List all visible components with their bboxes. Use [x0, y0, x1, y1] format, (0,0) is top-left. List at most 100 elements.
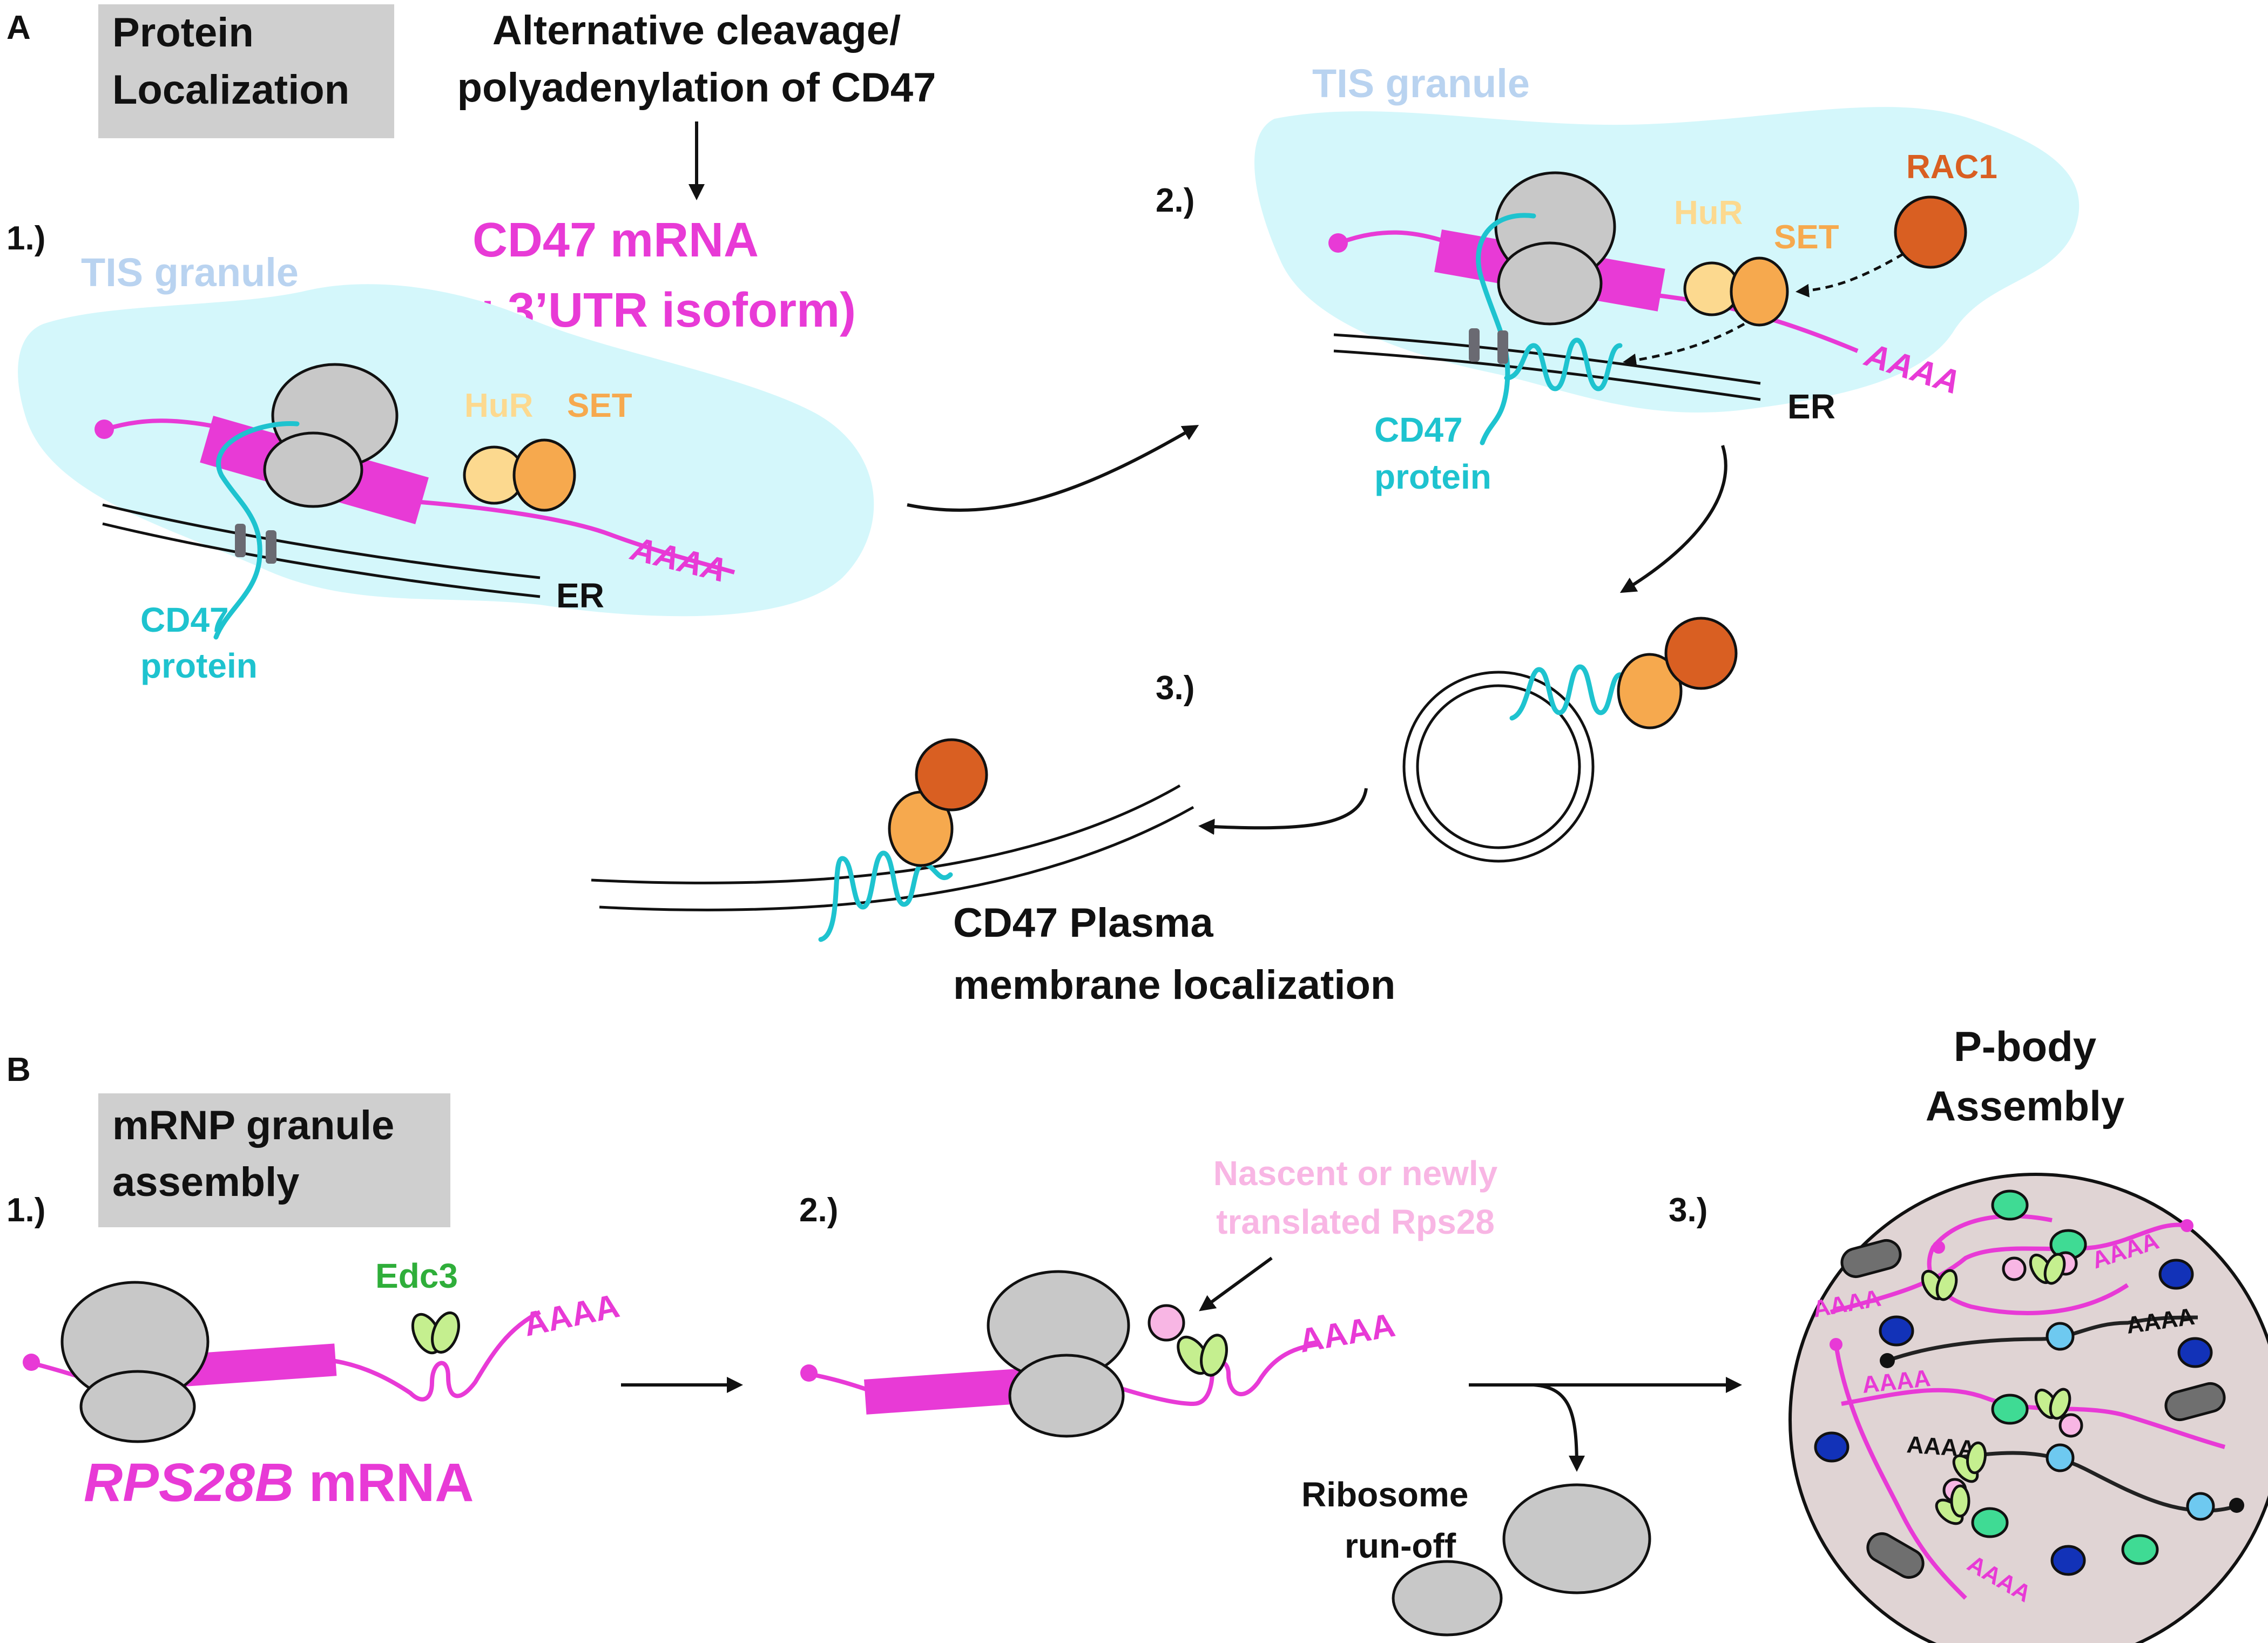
pbody-cap-5 — [1932, 1241, 1945, 1254]
translocon-2a — [1469, 328, 1480, 362]
pbody-green-4 — [1971, 1507, 2009, 1538]
hur-label-2: HuR — [1674, 194, 1743, 232]
pbody-green-5 — [2121, 1534, 2159, 1565]
translocon-1a — [235, 524, 246, 557]
cd47-protein-label-1b: protein — [140, 646, 258, 685]
arrow-to-rps28 — [1199, 1256, 1273, 1311]
cd47-mrna-strand-1 — [104, 418, 735, 574]
panel-a-letter: A — [6, 9, 31, 46]
panel-a-title-line2: Localization — [112, 67, 349, 113]
pbody-green-1 — [1991, 1189, 2029, 1221]
pm-caption-line1: CD47 Plasma — [953, 900, 1213, 946]
ribosome-small-2 — [1497, 241, 1603, 326]
dashed-arrow-rac1-to-set — [1796, 252, 1905, 298]
er-membrane-1 — [102, 503, 541, 598]
vesicle-inner — [1416, 684, 1581, 849]
arrow-vesicle-to-pm — [1198, 788, 1368, 835]
top-caption-line2: polyadenylation of CD47 — [457, 65, 936, 111]
polya-b1: AAAA — [521, 1287, 623, 1344]
pbody-ribosome-gray-1 — [1840, 1239, 1902, 1279]
pbody-edc3-5b — [1950, 1484, 1970, 1518]
mrna-cap-1 — [94, 420, 114, 439]
rps28b-mrna-word: mRNA — [294, 1452, 474, 1513]
pbody-edc3-2b — [2043, 1253, 2066, 1285]
pbody-navy-2 — [2158, 1259, 2194, 1290]
pbody-ribosome-gray-3 — [1866, 1532, 1925, 1579]
panel-b-title-box — [98, 1093, 450, 1227]
polya-b2: AAAA — [1296, 1307, 1398, 1360]
pbody-lightblue-2 — [2046, 1443, 2075, 1472]
pbody-cap-4 — [2181, 1219, 2193, 1232]
mrna-cap-2 — [1328, 233, 1348, 253]
set-label-1: SET — [567, 387, 632, 424]
pbody-navy-1 — [1879, 1315, 1914, 1347]
vesicle-outer — [1402, 671, 1595, 863]
cd47-protein-pm — [818, 850, 953, 942]
ribosome-small-b1 — [79, 1370, 196, 1443]
free-ribosome-small — [1392, 1560, 1503, 1637]
edc3-right-b1 — [431, 1311, 460, 1354]
pbody-mrna-pink-4 — [1834, 1344, 1967, 1600]
arrow-step1-to-step2 — [907, 424, 1199, 512]
pbody-ribosome-gray-2 — [2164, 1382, 2226, 1422]
dashed-arrow-set-to-cd47 — [1623, 322, 1745, 367]
hur-label-1: HuR — [464, 387, 533, 424]
translocon-2b — [1497, 330, 1508, 364]
ribosome-small-b2 — [1008, 1354, 1125, 1438]
rac1-protein-vesicle — [1664, 617, 1738, 690]
coding-region-b1 — [167, 1343, 337, 1388]
panel-a-title-box — [98, 4, 394, 138]
tis-granule-label-1: TIS granule — [81, 250, 299, 295]
pbody-cap-2 — [2229, 1498, 2244, 1513]
nascent-rps28-label-line2: translated Rps28 — [1216, 1202, 1495, 1241]
panel-a-step3: 3.) — [1156, 670, 1194, 707]
rac1-protein-2 — [1894, 195, 1967, 269]
cd47-protein-label-1a: CD47 — [140, 600, 229, 639]
pbody-assembly-label-line1: P-body — [1954, 1023, 2096, 1070]
rac1-label-2: RAC1 — [1906, 148, 1997, 186]
ribosome-runoff-label-line2: run-off — [1345, 1526, 1456, 1565]
panel-b-title-line2: assembly — [112, 1159, 299, 1205]
pbody-cap-1 — [1880, 1353, 1895, 1368]
panel-b-step2: 2.) — [799, 1192, 838, 1229]
arrow-ribosome-runoff — [1533, 1383, 1585, 1472]
set-protein-1 — [512, 438, 576, 512]
ribosome-small-1 — [263, 431, 363, 508]
pbody-rps28-1 — [2002, 1256, 2027, 1281]
pm-caption-line2: membrane localization — [953, 962, 1395, 1008]
pbody-lightblue-3 — [2186, 1492, 2215, 1521]
pbody-edc3-4b — [1966, 1441, 1987, 1475]
ribosome-runoff-label-line1: Ribosome — [1301, 1475, 1468, 1514]
pbody-edc3-1b — [1935, 1269, 1958, 1301]
tis-granule-2 — [1254, 107, 2080, 413]
edc3-label: Edc3 — [375, 1256, 458, 1295]
panel-b-letter: B — [6, 1051, 31, 1088]
rac1-protein-pm — [915, 738, 988, 812]
panel-b-title-line1: mRNP granule — [112, 1103, 394, 1148]
cd47-protein-2 — [1476, 213, 1623, 445]
tis-granule-label-2: TIS granule — [1312, 61, 1530, 106]
cd47-protein-label-2b: protein — [1374, 457, 1491, 496]
set-protein-vesicle — [1617, 653, 1683, 729]
pbody-mrna-pink-1 — [1830, 1222, 2188, 1314]
arrow-step2-to-vesicle — [1619, 445, 1727, 593]
set-protein-2 — [1730, 256, 1789, 327]
cd47-nascent-chain-1 — [213, 421, 300, 640]
pbody-green-3 — [1991, 1394, 2029, 1425]
pbody-edc3-3b — [2049, 1388, 2071, 1420]
rps28b-gene-name: RPS28B — [84, 1452, 294, 1513]
er-label-2: ER — [1787, 387, 1835, 426]
free-ribosome-large — [1502, 1483, 1651, 1594]
pbody-lightblue-1 — [2046, 1322, 2075, 1351]
pbody-navy-3 — [1814, 1431, 1850, 1463]
pbody-navy-5 — [2177, 1337, 2213, 1368]
panel-a-title-line1: Protein — [112, 10, 254, 56]
rps28b-mrna-label: RPS28B mRNA — [84, 1452, 474, 1513]
mrna-cap-b1 — [23, 1354, 40, 1371]
top-caption-line1: Alternative cleavage/ — [492, 8, 901, 53]
nascent-rps28-label-line1: Nascent or newly — [1213, 1154, 1498, 1193]
pbody-navy-4 — [2050, 1545, 2086, 1576]
panel-b-step3: 3.) — [1669, 1192, 1707, 1229]
pbody-assembly-label-line2: Assembly — [1926, 1082, 2125, 1130]
